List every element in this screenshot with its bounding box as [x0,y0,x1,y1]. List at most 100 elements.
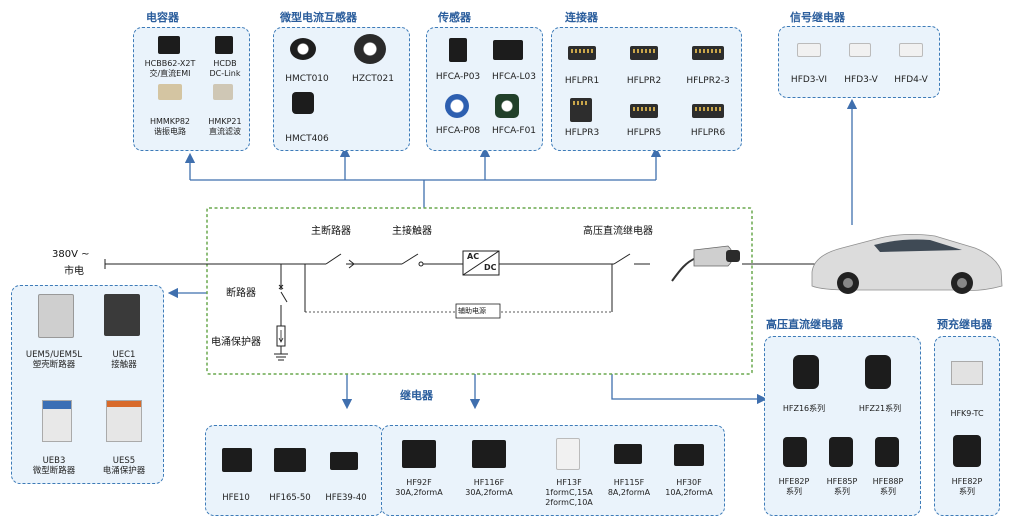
hv-relay-image [865,355,891,389]
breaker-label: 断路器 [226,288,256,299]
capacitor-image [158,84,182,100]
hv-relay-image [875,437,899,467]
hv-relay-label: HFZ16系列 [782,404,826,413]
relay-image [274,448,306,472]
connector-image [630,104,658,118]
hv-dc-relay-title: 高压直流继电器 [766,318,843,331]
transformer-title: 微型电流互感器 [280,11,357,24]
sensor-label: HFCA-F01 [491,126,537,136]
connector-panel: HFLPR1 HFLPR2 HFLPR2-3 HFLPR3 HFLPR5 HFL… [551,27,742,151]
connector-label: HFLPR5 [626,128,662,138]
converter-ac-label: AC [467,252,480,261]
arrow-to-hv-dc-relay [611,374,768,405]
precharge-relay-image [953,435,981,467]
relay-panel-left: HFE10 HF165-50 HFE39-40 [205,425,383,516]
aux-power-label: 辅助电源 [458,307,486,315]
capacitor-image [158,36,180,54]
hv-dc-relay-label: 高压直流继电器 [583,226,653,237]
connector-label: HFLPR2 [626,76,662,86]
sensor-image [445,94,469,118]
connector-image [630,46,658,60]
source-voltage-label: 380V ~ [52,249,90,260]
connector-image [692,46,724,60]
sensor-label: HFCA-P03 [435,72,481,82]
hv-relay-image [829,437,853,467]
transformer-image [290,38,316,60]
transformer-label: HMCT010 [285,74,329,84]
precharge-relay-label: HFK9-TC [950,409,984,418]
connector-label: HFLPR6 [690,128,726,138]
signal-relay-label: HFD3-VI [790,75,828,85]
transformer-label: HMCT406 [285,134,329,144]
precharge-relay-image [951,361,983,385]
relay-image [556,438,580,470]
relay-image [330,452,358,470]
sensor-label: HFCA-L03 [492,72,536,82]
hv-relay-label: HFZ21系列 [858,404,902,413]
signal-relay-title: 信号继电器 [790,11,845,24]
capacitor-image [213,84,233,100]
surge-protector-label: 电涌保护器 [211,337,261,348]
relay-label: HFE10 [222,493,250,503]
transformer-panel: HMCT010 HZCT021 HMCT406 [273,27,410,151]
relay-image [472,440,506,468]
sensor-title: 传感器 [438,11,471,24]
micro-breaker-image [42,400,72,442]
relay-label: HFE39-40 [325,493,367,503]
relay-image [614,444,642,464]
connector-image [570,98,592,122]
signal-relay-image [849,43,871,57]
hv-relay-image [783,437,807,467]
signal-relay-image [797,43,821,57]
capacitor-image [215,36,233,54]
breaker-image [38,294,74,338]
connector-label: HFLPR3 [564,128,600,138]
sensor-image [449,38,467,62]
sensor-image [493,40,523,60]
car-icon [811,234,1003,294]
connector-title: 连接器 [565,11,598,24]
relay-image [222,448,252,472]
sensor-image [495,94,519,118]
main-breaker-label: 主断路器 [311,226,351,237]
precharge-relay-title: 预充继电器 [937,318,992,331]
main-contactor-label: 主接触器 [392,226,432,237]
relay-title: 继电器 [400,389,433,402]
connector-label: HFLPR1 [564,76,600,86]
connector-image [568,46,596,60]
transformer-image [292,92,314,114]
connector-label: HFLPR2-3 [686,76,730,86]
transformer-image [354,34,386,64]
source-grid-label: 市电 [64,266,84,277]
relay-label: HF165-50 [269,493,311,503]
signal-relay-panel: HFD3-VI HFD3-V HFD4-V [778,26,940,98]
signal-relay-label: HFD4-V [894,75,928,85]
relay-image [402,440,436,468]
hv-relay-image [793,355,819,389]
capacitor-title: 电容器 [146,11,179,24]
signal-relay-label: HFD3-V [844,75,878,85]
connector-image [692,104,724,118]
system-frame [206,207,753,375]
